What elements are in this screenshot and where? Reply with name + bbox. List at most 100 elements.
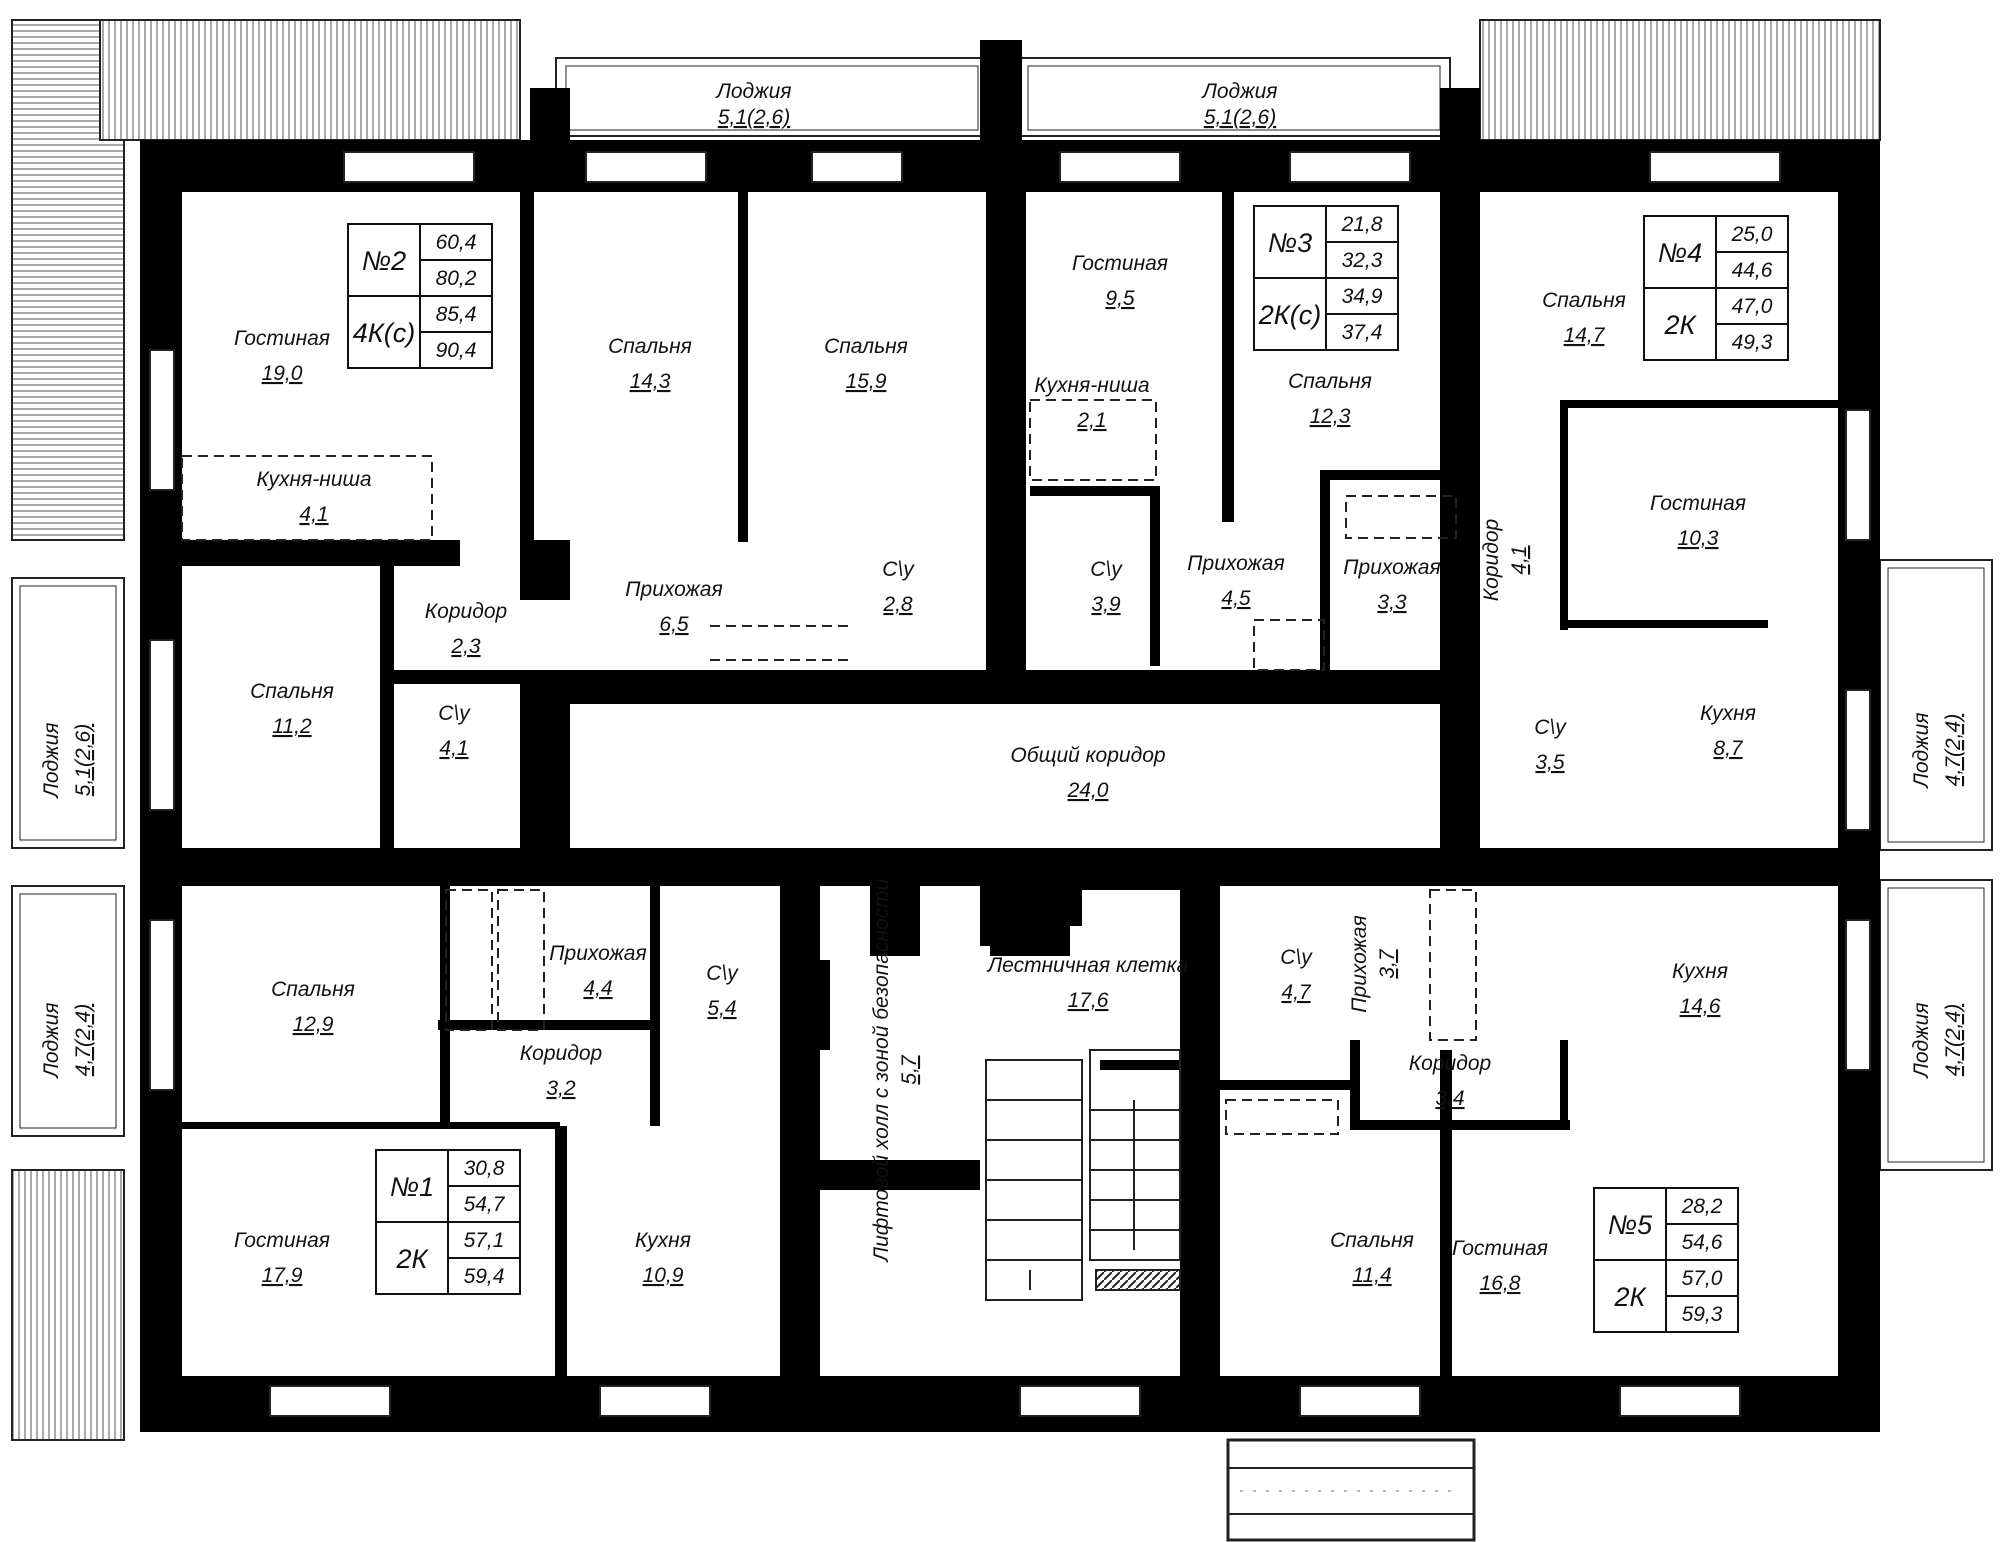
room-name: Гостиная [1452,1237,1548,1260]
room-name: Прихожая [549,942,646,965]
room-name: Кухня [1672,960,1728,983]
apartment-type: 2К [396,1244,430,1274]
room-area: 17,6 [1068,989,1109,1012]
apartment-type: 2К(с) [1258,300,1321,330]
apartment-type: 4К(с) [353,318,415,348]
loggia-name: Лоджия [1200,80,1277,103]
room-name: Общий коридор [1010,744,1165,767]
apartment-area-value: 54,7 [464,1193,506,1216]
room-name: Спальня [250,680,334,703]
room-name: Спальня [1542,289,1626,312]
roof-hatching [11,19,1881,1542]
room-area: 14,3 [630,370,671,393]
apartment-area-value: 85,4 [436,303,477,326]
room-area: 5,7 [898,1054,921,1085]
room-name: Прихожая [1343,556,1440,579]
room-area: 3,5 [1535,751,1565,774]
room-area: 24,0 [1067,779,1109,802]
room-area: 12,9 [293,1013,334,1036]
apartment-area-value: 34,9 [1342,285,1383,308]
room-name: Кухня-ниша [256,468,371,491]
room-name: Лестничная клетка [986,954,1189,977]
room-name: Гостиная [234,1229,330,1252]
loggia-area: 4,7(2,4) [1942,714,1965,786]
room-name: Спальня [824,335,908,358]
room-name: С\у [1280,946,1313,969]
room-name: С\у [706,962,739,985]
room-name: Прихожая [1348,915,1371,1012]
room-name: Кухня [1700,702,1756,725]
room-name: С\у [438,702,471,725]
apartment-area-value: 59,3 [1682,1303,1723,1326]
room-area: 14,6 [1680,995,1721,1018]
room-area: 8,7 [1713,737,1744,760]
loggia-name: Лоджия [40,722,63,799]
room-area: 17,9 [262,1264,303,1287]
apartment-area-value: 59,4 [464,1265,505,1288]
room-name: С\у [1534,716,1567,739]
room-name: Спальня [271,978,355,1001]
room-area: 5,4 [707,997,736,1020]
room-area: 3,7 [1376,948,1399,979]
loggia-area: 5,1(2,6) [72,724,95,796]
apartment-number: №3 [1268,228,1312,258]
room-area: 3,2 [546,1077,576,1100]
loggia-area: 4,7(2,4) [72,1004,95,1076]
apartment-number: №5 [1608,1210,1653,1240]
room-name: Лифтовой холл с зоной безопасности [870,878,893,1263]
apartment-area-value: 28,2 [1681,1195,1723,1218]
room-name: Прихожая [625,578,722,601]
room-area: 4,4 [583,977,612,1000]
room-area: 2,1 [1076,409,1106,432]
room-name: Спальня [1330,1229,1414,1252]
apartment-area-value: 44,6 [1732,259,1773,282]
room-area: 4,1 [1508,545,1531,574]
room-area: 16,8 [1480,1272,1521,1295]
room-area: 4,5 [1221,587,1251,610]
room-name: Коридор [1480,519,1503,601]
loggia-name: Лоджия [40,1002,63,1079]
apartment-type: 2К [1664,310,1698,340]
apartment-area-value: 54,6 [1682,1231,1723,1254]
apartment-area-value: 60,4 [436,231,477,254]
room-area: 4,7 [1281,981,1312,1004]
room-name: С\у [882,558,915,581]
dashed-partitions [181,399,1477,1135]
room-area: 3,3 [1377,591,1407,614]
interior-walls [140,192,1880,1380]
stairs [985,1049,1181,1301]
room-name: Коридор [425,600,507,623]
apartment-area-value: 47,0 [1732,295,1773,318]
apartment-number: №2 [362,246,406,276]
room-name: Кухня [635,1229,691,1252]
room-area: 15,9 [846,370,887,393]
room-area: 4,1 [439,737,468,760]
apartment-area-value: 57,0 [1682,1267,1723,1290]
apartment-number: №1 [390,1172,434,1202]
apartment-number: №4 [1658,238,1702,268]
room-area: 4,1 [299,503,328,526]
room-name: Спальня [1288,370,1372,393]
windows [149,151,1871,1417]
room-area: 11,4 [1352,1264,1391,1287]
room-name: Кухня-ниша [1034,374,1149,397]
loggia-name: Лоджия [714,80,791,103]
apartment-area-value: 90,4 [436,339,477,362]
room-name: Коридор [1409,1052,1491,1075]
room-name: Гостиная [1650,492,1746,515]
room-area: 6,5 [659,613,689,636]
room-area: 2,3 [450,635,481,658]
room-name: Гостиная [1072,252,1168,275]
room-area: 19,0 [262,362,303,385]
loggia-name: Лоджия [1910,712,1933,789]
room-name: Прихожая [1187,552,1284,575]
room-area: 14,7 [1564,324,1606,347]
loggia-area: 5,1(2,6) [718,106,790,129]
apartment-area-value: 49,3 [1732,331,1773,354]
apartment-area-value: 80,2 [436,267,477,290]
